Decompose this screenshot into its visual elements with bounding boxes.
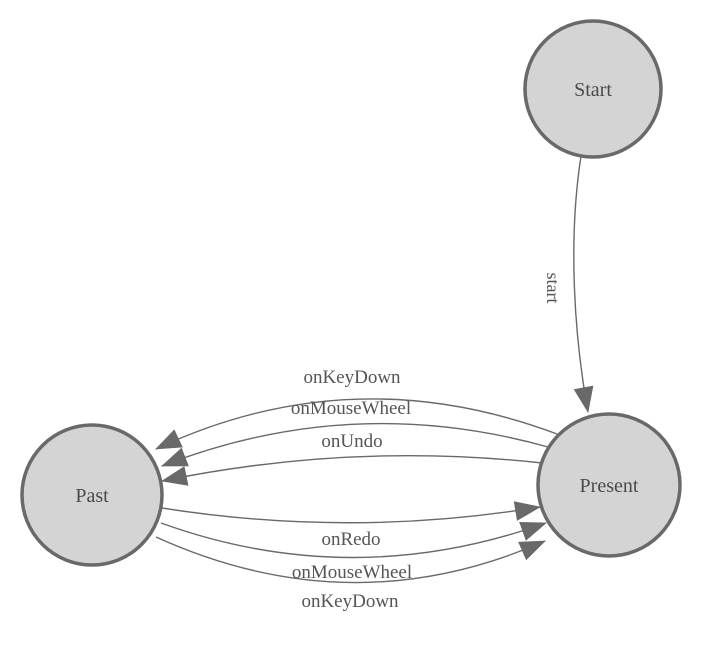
edge-present-to-past-onmousewheel xyxy=(161,422,549,467)
state-node-past: Past xyxy=(20,423,164,567)
edge-label-onkeydown-bottom: onKeyDown xyxy=(301,591,399,612)
edge-label-group: start onKeyDown onMouseWheel onUndo onRe… xyxy=(291,273,563,613)
edge-label-start: start xyxy=(543,273,563,304)
edge-past-to-present-onmousewheel xyxy=(160,521,547,559)
state-node-present: Present xyxy=(536,412,682,558)
edge-label-onundo: onUndo xyxy=(321,431,382,452)
node-group: Start Past Present xyxy=(20,19,682,567)
edge-start-to-present xyxy=(573,155,594,413)
edge-present-to-past-onkeydown xyxy=(155,398,558,450)
state-circle-start xyxy=(523,19,663,159)
state-circle-present xyxy=(536,412,682,558)
edge-label-onkeydown-top: onKeyDown xyxy=(303,367,401,388)
edge-past-to-present-onkeydown xyxy=(155,536,546,584)
state-circle-past xyxy=(20,423,164,567)
edge-present-to-past-onundo xyxy=(161,454,543,486)
edge-past-to-present-onredo xyxy=(161,501,541,524)
edge-label-onmousewheel-bottom: onMouseWheel xyxy=(292,562,412,583)
state-label-start: Start xyxy=(574,79,612,101)
edge-label-onmousewheel-top: onMouseWheel xyxy=(291,398,411,419)
edge-group xyxy=(155,155,594,584)
edge-label-onredo: onRedo xyxy=(321,529,380,550)
state-label-present: Present xyxy=(580,475,639,497)
state-node-start: Start xyxy=(523,19,663,159)
state-label-past: Past xyxy=(75,485,109,507)
